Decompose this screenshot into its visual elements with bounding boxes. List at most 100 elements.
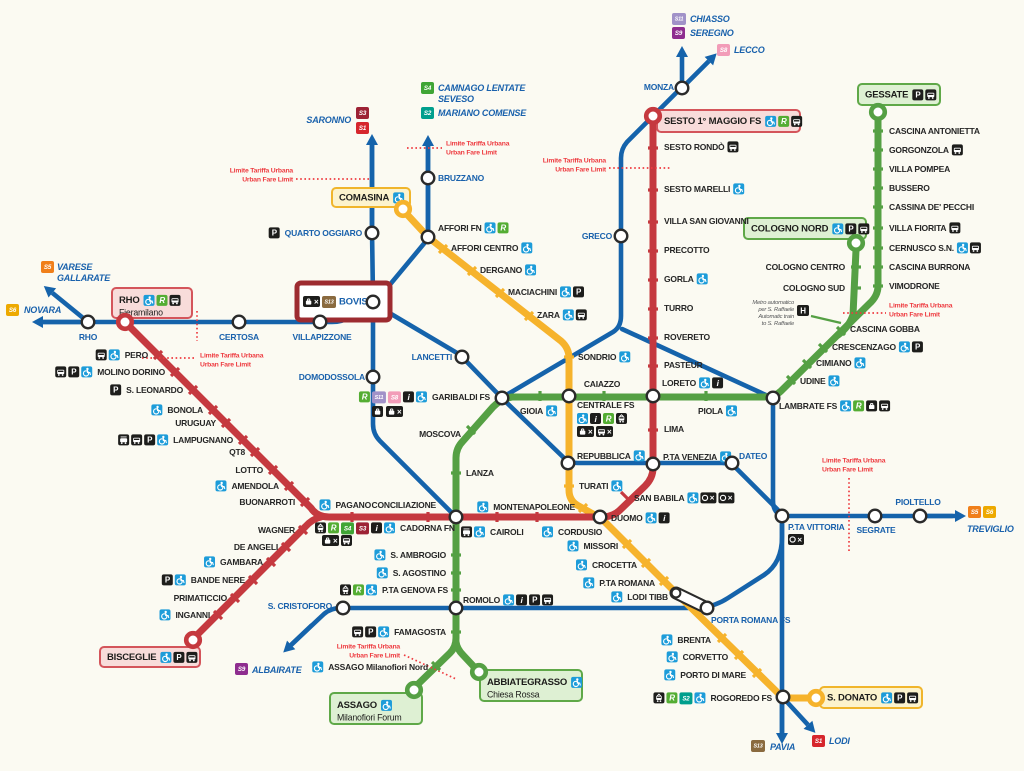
station-marker[interactable]: [80, 314, 96, 330]
station-dest-camnago[interactable]: CAMNAGO LENTATE: [438, 83, 527, 93]
station-tick[interactable]: [280, 541, 292, 553]
station-turro[interactable]: TURRO: [648, 303, 694, 313]
station-marker[interactable]: [231, 314, 247, 330]
station-dest-albairate[interactable]: ALBAIRATE: [251, 665, 303, 675]
station-repubblica[interactable]: REPUBBLICA: [560, 450, 645, 471]
terminus-marker[interactable]: [469, 662, 489, 682]
station-bisceglie-terminus[interactable]: [183, 630, 203, 650]
station-crocetta[interactable]: CROCETTA: [576, 557, 652, 571]
station-cassina-de-pecchi[interactable]: CASSINA DE' PECCHI: [873, 202, 974, 212]
station-dest-saronno[interactable]: SARONNO: [306, 115, 351, 125]
station-marker[interactable]: [335, 600, 351, 616]
station-centrale-fs[interactable]: CENTRALE FS: [561, 388, 635, 410]
station-wagner[interactable]: WAGNER: [258, 524, 309, 536]
station-cologno-nord-terminus[interactable]: [846, 233, 866, 253]
station-sesto-rondo[interactable]: SESTO RONDÒ: [648, 141, 739, 153]
station-marker[interactable]: [494, 390, 510, 406]
station-tick[interactable]: [751, 667, 763, 679]
station-marker[interactable]: [561, 388, 577, 404]
station-tick[interactable]: [297, 524, 309, 536]
station-tick[interactable]: [249, 446, 261, 458]
station-de-angeli[interactable]: DE ANGELI: [234, 541, 292, 553]
station-zara[interactable]: ZARA: [523, 309, 587, 322]
station-porta-vittoria[interactable]: P.TA VITTORIA: [774, 508, 845, 532]
station-segrate[interactable]: SEGRATE: [856, 508, 896, 535]
station-marker[interactable]: [912, 508, 928, 524]
station-inganni[interactable]: INGANNI: [159, 609, 224, 621]
station-dest-varese[interactable]: VARESE: [57, 262, 94, 272]
station-comasina-terminus[interactable]: [393, 199, 413, 219]
station-gessate-terminus[interactable]: [868, 102, 888, 122]
station-cascina-antonietta[interactable]: CASCINA ANTONIETTA: [873, 126, 980, 136]
station-cernusco-sn[interactable]: CERNUSCO S.N.: [873, 242, 981, 254]
station-tick[interactable]: [621, 538, 633, 550]
station-porta-romana-fs[interactable]: PORTA ROMANA FS: [699, 600, 791, 625]
station-qt8[interactable]: QT8: [229, 446, 261, 458]
station-tick[interactable]: [437, 243, 449, 255]
station-marker[interactable]: [420, 229, 436, 245]
station-lotto[interactable]: LOTTO: [235, 464, 279, 476]
station-gorla[interactable]: GORLA: [648, 273, 708, 285]
station-gioia[interactable]: GIOIA: [520, 391, 558, 417]
station-marker[interactable]: [364, 225, 380, 241]
station-domodossola[interactable]: DOMODOSSOLA: [299, 369, 381, 385]
station-marker[interactable]: [775, 689, 791, 705]
station-rho[interactable]: RHO: [79, 314, 98, 342]
station-montenapoleone[interactable]: MONTENAPOLEONE: [477, 501, 589, 514]
station-porta-romana-m3[interactable]: P.TA ROMANA: [583, 575, 670, 589]
station-sondrio[interactable]: SONDRIO: [564, 351, 631, 363]
station-cologno-sud[interactable]: COLOGNO SUD: [783, 283, 861, 293]
station-bussero[interactable]: BUSSERO: [873, 183, 930, 193]
station-caiazzo[interactable]: CAIAZZO: [584, 379, 621, 401]
station-san-babila[interactable]: SAN BABILA××: [619, 490, 735, 504]
station-conciliazione[interactable]: CONCILIAZIONE: [372, 500, 437, 522]
station-cairoli[interactable]: CAIROLI: [461, 512, 524, 538]
station-san-donato-terminus[interactable]: [806, 688, 826, 708]
station-assago-milanofiori-nord[interactable]: ASSAGO Milanofiori Nord: [312, 660, 442, 673]
station-s-agostino[interactable]: S. AGOSTINO: [376, 567, 461, 579]
station-lancetti[interactable]: LANCETTI: [412, 349, 470, 365]
station-marker[interactable]: [724, 455, 740, 471]
station-tick[interactable]: [716, 632, 728, 644]
station-marker[interactable]: [560, 455, 576, 471]
station-marker[interactable]: [454, 349, 470, 365]
station-missori[interactable]: MISSORI: [567, 538, 633, 552]
station-tick[interactable]: [817, 342, 829, 354]
terminus-marker[interactable]: [643, 106, 663, 126]
station-brenta[interactable]: BRENTA: [661, 632, 728, 646]
terminus-box-comasina[interactable]: COMASINA: [331, 187, 411, 208]
terminus-marker[interactable]: [846, 233, 866, 253]
station-vimodrone[interactable]: VIMODRONE: [873, 281, 940, 291]
station-lanza[interactable]: LANZA: [451, 468, 494, 478]
station-dest-chiasso[interactable]: CHIASSO: [690, 14, 730, 24]
station-marker[interactable]: [774, 508, 790, 524]
station-affori-centro[interactable]: AFFORI CENTRO: [437, 242, 533, 255]
station-marker[interactable]: [699, 600, 715, 616]
station-dest-seveso[interactable]: SEVESO: [438, 94, 474, 104]
station-buonarroti[interactable]: BUONARROTI: [239, 496, 311, 508]
station-gorgonzola[interactable]: GORGONZOLA: [873, 144, 963, 156]
station-dateo[interactable]: DATEO: [724, 451, 768, 471]
station-sesto-marelli[interactable]: SESTO MARELLI: [648, 183, 745, 195]
station-piola[interactable]: PIOLA: [698, 391, 737, 417]
station-cascina-gobba[interactable]: CASCINA GOBBA: [835, 324, 920, 337]
station-marker[interactable]: [420, 170, 436, 186]
terminus-marker[interactable]: [115, 312, 135, 332]
station-villa-san-giovanni[interactable]: VILLA SAN GIOVANNI: [648, 216, 749, 226]
station-marker[interactable]: [448, 600, 464, 616]
station-tick[interactable]: [494, 287, 506, 299]
terminus-marker[interactable]: [806, 688, 826, 708]
station-marker[interactable]: [365, 369, 381, 385]
station-dest-seregno[interactable]: SEREGNO: [690, 28, 734, 38]
station-monza[interactable]: MONZA: [644, 80, 690, 96]
